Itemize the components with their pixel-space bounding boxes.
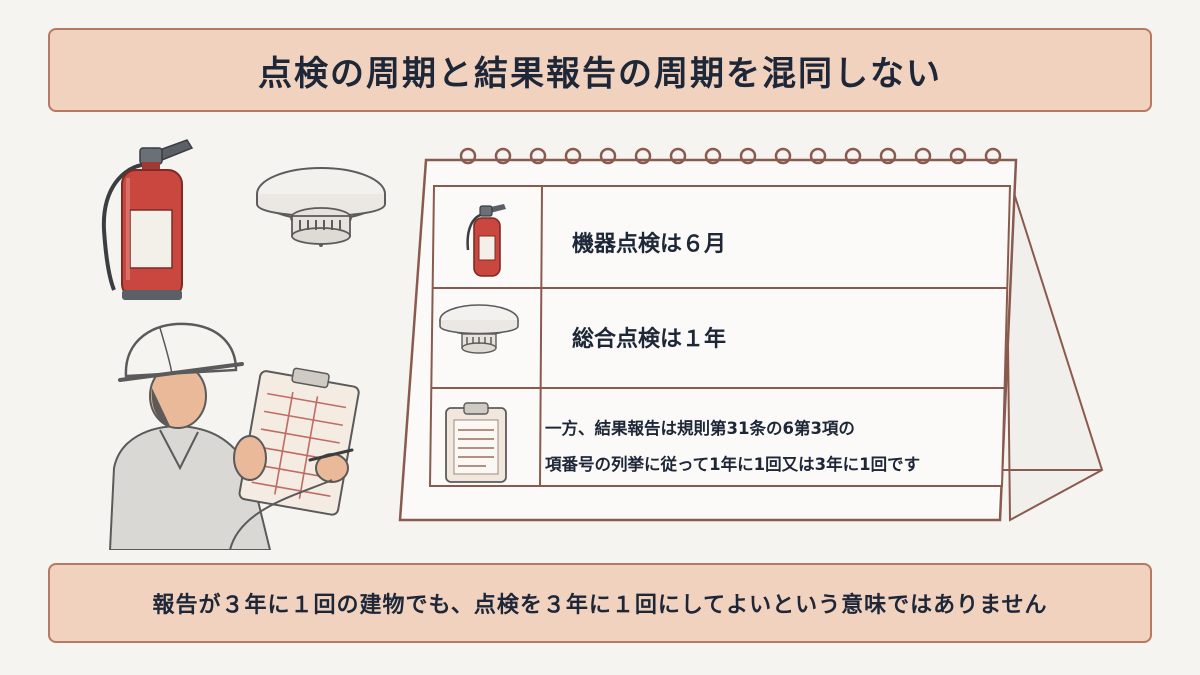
footer-banner: 報告が３年に１回の建物でも、点検を３年に１回にしてよいという意味ではありません [48, 563, 1152, 643]
row-report-line-2: 項番号の列挙に従って1年に1回又は3年に1回です [545, 455, 921, 474]
row-report-line-1: 一方、結果報告は規則第31条の6第3項の [545, 419, 855, 438]
row-equipment-inspection: 機器点検は６月 [572, 232, 727, 257]
clipboard-icon [445, 402, 507, 483]
fire-extinguisher-icon [466, 204, 506, 277]
desk-calendar [398, 147, 1104, 522]
fire-extinguisher-icon [101, 139, 194, 300]
footer-note: 報告が３年に１回の建物でも、点検を３年に１回にしてよいという意味ではありません [152, 593, 1048, 618]
row-comprehensive-inspection: 総合点検は１年 [572, 327, 727, 352]
title-banner: 点検の周期と結果報告の周期を混同しない [48, 28, 1152, 112]
inspector-worker-illustration [108, 322, 360, 550]
smoke-detector-icon [256, 167, 386, 247]
page-title: 点検の周期と結果報告の周期を混同しない [258, 53, 942, 94]
smoke-detector-icon [439, 304, 519, 354]
